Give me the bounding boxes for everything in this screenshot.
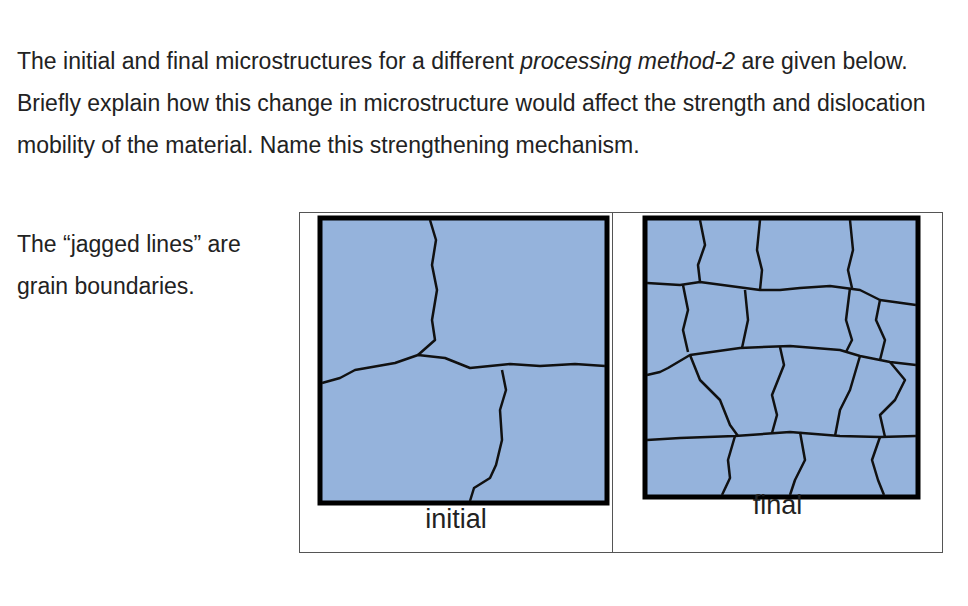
- grain-boundary: [846, 288, 852, 352]
- grain-boundary: [683, 285, 688, 352]
- grain-boundary: [848, 220, 853, 288]
- grain-boundary: [790, 432, 805, 495]
- microstructure-cell: final: [613, 213, 942, 551]
- grain-panel: [645, 218, 918, 497]
- grain-boundary: [647, 432, 916, 440]
- grain-boundary: [742, 290, 748, 348]
- question-text-part: processing method-2: [520, 48, 735, 74]
- grain-boundary: [757, 220, 762, 290]
- grain-boundary: [722, 436, 735, 495]
- panel-label: final: [613, 489, 942, 521]
- microstructure-cell: initial: [300, 213, 612, 551]
- grain-boundary: [876, 300, 885, 360]
- table-divider: [612, 213, 613, 553]
- grain-panel: [320, 218, 607, 503]
- grain-boundaries: [322, 220, 605, 501]
- note-text: The “jagged lines” are grain boundaries.: [17, 223, 287, 307]
- question-text-part: The initial and final microstructures fo…: [17, 48, 514, 74]
- table-border: [300, 213, 943, 553]
- grain-boundaries: [647, 220, 916, 495]
- grain-boundary: [698, 220, 705, 282]
- question-text: The initial and final microstructures fo…: [17, 40, 952, 166]
- grain-boundary: [835, 356, 860, 436]
- grain-boundary: [880, 362, 905, 437]
- grain-boundary: [322, 355, 605, 383]
- panel-label: initial: [300, 503, 612, 535]
- grain-boundary: [470, 370, 506, 501]
- grain-boundary: [690, 355, 738, 436]
- grain-boundary: [772, 347, 784, 433]
- grain-boundary: [872, 437, 884, 495]
- grain-boundary: [418, 220, 437, 355]
